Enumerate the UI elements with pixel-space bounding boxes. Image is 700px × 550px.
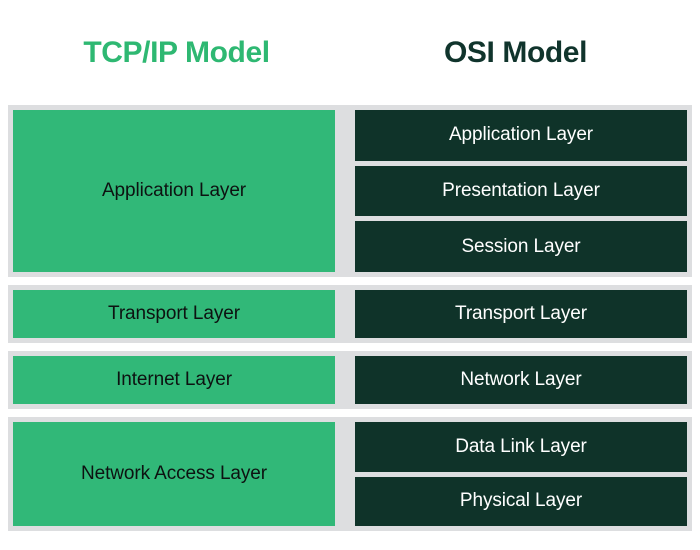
tcpip-column: Transport Layer: [13, 290, 335, 338]
diagram-titles: TCP/IP Model OSI Model: [0, 0, 700, 105]
tcpip-column: Network Access Layer: [13, 422, 335, 526]
layer-row: Application Layer Application Layer Pres…: [8, 105, 692, 277]
osi-model-title: OSI Model: [443, 35, 588, 69]
osi-layer-box: Network Layer: [355, 356, 687, 404]
layer-rows: Application Layer Application Layer Pres…: [0, 105, 700, 531]
layer-row: Network Access Layer Data Link Layer Phy…: [8, 417, 692, 531]
osi-layer-box: Presentation Layer: [355, 165, 687, 217]
osi-column: Network Layer: [355, 356, 687, 404]
tcpip-layer-box: Transport Layer: [13, 290, 335, 338]
tcpip-column: Internet Layer: [13, 356, 335, 404]
layer-row: Internet Layer Network Layer: [8, 351, 692, 409]
tcpip-layer-box: Network Access Layer: [13, 422, 335, 526]
osi-column: Transport Layer: [355, 290, 687, 338]
osi-layer-box: Transport Layer: [355, 290, 687, 338]
tcpip-column: Application Layer: [13, 110, 335, 272]
osi-layer-box: Application Layer: [355, 110, 687, 161]
osi-layer-box: Session Layer: [355, 221, 687, 273]
osi-column: Data Link Layer Physical Layer: [355, 422, 687, 526]
tcpip-layer-box: Internet Layer: [13, 356, 335, 404]
osi-layer-box: Data Link Layer: [355, 422, 687, 472]
osi-column: Application Layer Presentation Layer Ses…: [355, 110, 687, 273]
tcpip-model-title: TCP/IP Model: [83, 35, 270, 69]
tcpip-layer-box: Application Layer: [13, 110, 335, 272]
layer-row: Transport Layer Transport Layer: [8, 285, 692, 343]
osi-layer-box: Physical Layer: [355, 476, 687, 526]
